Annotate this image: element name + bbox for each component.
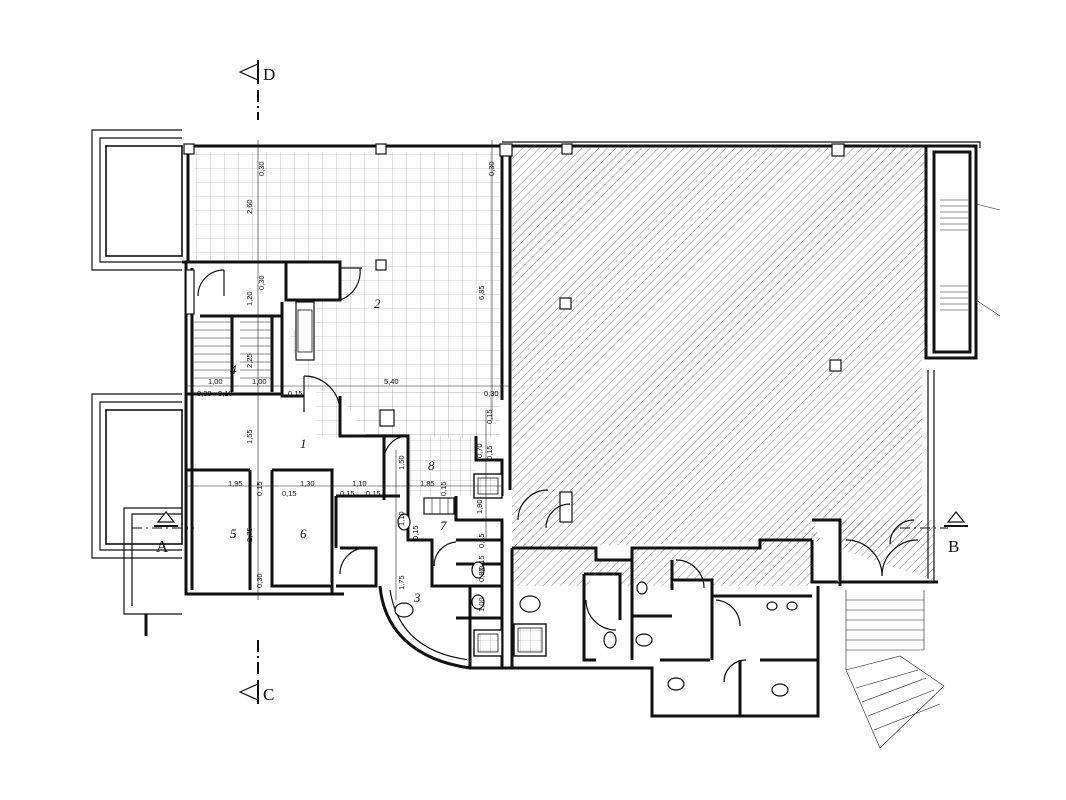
dim-label: 6,85	[477, 285, 486, 300]
stairs	[194, 199, 1001, 749]
lower-service-block	[378, 496, 938, 718]
sanitary-fixtures	[379, 409, 798, 697]
dim-label: 1,55	[245, 429, 254, 444]
dim-label: 0,15	[255, 481, 264, 496]
dim-label: 0,15	[282, 489, 297, 498]
section-marker-d: D	[238, 60, 275, 84]
dim-label: 0,30	[257, 161, 266, 176]
dim-label: 1,00	[477, 597, 486, 612]
dimension-labels: 0,30 0,30 2,60 6,85 0,30 1,20 2,25 1,00 …	[197, 161, 499, 612]
dim-label: 1,20	[245, 291, 254, 306]
dim-label: 0,30	[255, 573, 264, 588]
section-markers: D C A B	[132, 60, 968, 704]
dim-label: 0,15	[288, 389, 303, 398]
dim-label: 1,00	[252, 377, 267, 386]
hatched-hall	[502, 141, 981, 668]
dim-label: 2,25	[245, 353, 254, 368]
dim-label: 0,15	[340, 489, 355, 498]
dimension-lines	[186, 140, 510, 600]
dim-label: 1,10	[352, 479, 367, 488]
room-number-1: 1	[300, 436, 307, 451]
section-marker-c: C	[238, 680, 274, 704]
dim-label: 0,30	[484, 389, 499, 398]
dim-label: 0,30	[257, 275, 266, 290]
dim-label: 0,15	[485, 409, 494, 424]
section-label-c: C	[263, 685, 274, 704]
dim-label: 0,80	[477, 567, 486, 582]
left-block-walls	[182, 144, 512, 596]
dim-label: 0,15	[477, 533, 486, 548]
dim-label: 1,90	[475, 499, 484, 514]
dim-label: 0,15	[477, 555, 486, 570]
dim-label: 5,40	[384, 377, 399, 386]
dim-label: 1,95	[228, 479, 243, 488]
room-number-3: 3	[413, 590, 421, 605]
section-marker-a: A	[154, 511, 178, 556]
section-label-a: A	[156, 537, 169, 556]
dim-label: 1,30	[300, 479, 315, 488]
dim-label: 0,15	[439, 481, 448, 496]
dim-label: 0,10	[218, 389, 233, 398]
dim-label: 1,75	[397, 575, 406, 590]
room-number-2: 2	[374, 296, 381, 311]
dim-label: 0,70	[475, 443, 484, 458]
columns	[183, 143, 845, 523]
dim-label: 1,00	[208, 377, 223, 386]
room-number-8: 8	[428, 458, 435, 473]
dim-label: 1,10	[397, 511, 406, 526]
dim-label: 0,15	[485, 445, 494, 460]
dim-label: 0,30	[197, 389, 212, 398]
dim-label: 0,15	[366, 489, 381, 498]
dim-label: 0,30	[487, 161, 496, 176]
section-label-b: B	[948, 537, 959, 556]
balconies	[91, 129, 183, 636]
room-number-6: 6	[300, 526, 307, 541]
room-numbers: 2 1 4 5 6 8 7 3	[230, 296, 447, 605]
dim-label: 1,85	[420, 479, 435, 488]
dim-label: 2,60	[245, 199, 254, 214]
room-number-5: 5	[230, 526, 237, 541]
room-number-7: 7	[440, 518, 447, 533]
dim-label: 2,75	[245, 527, 254, 542]
doors	[197, 267, 919, 683]
room-number-4: 4	[230, 362, 237, 377]
dim-label: 1,50	[397, 455, 406, 470]
section-marker-b: B	[944, 511, 968, 556]
section-label-d: D	[263, 65, 275, 84]
dim-label: 0,15	[411, 525, 420, 540]
